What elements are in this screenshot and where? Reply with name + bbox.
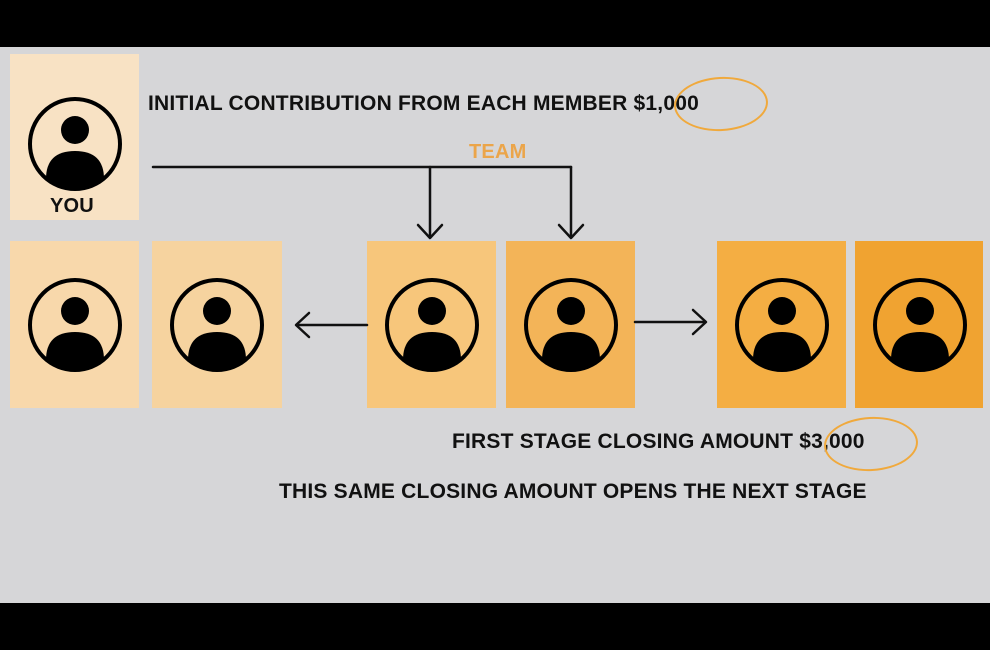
user-avatar-icon	[385, 278, 479, 372]
card-member-1	[10, 241, 139, 408]
contribution-text: INITIAL CONTRIBUTION FROM EACH MEMBER $1…	[148, 92, 699, 116]
contribution-label: INITIAL CONTRIBUTION FROM EACH MEMBER	[148, 92, 634, 115]
closing-amount: $3,000	[799, 430, 865, 453]
user-avatar-icon	[873, 278, 967, 372]
connector-lines	[151, 165, 708, 339]
next-stage-text: THIS SAME CLOSING AMOUNT OPENS THE NEXT …	[279, 480, 867, 503]
user-avatar-icon	[28, 97, 122, 191]
contribution-amount: $1,000	[633, 92, 699, 115]
card-member-6	[855, 241, 983, 408]
you-label: YOU	[50, 195, 94, 217]
card-member-3	[367, 241, 496, 408]
user-avatar-icon	[28, 278, 122, 372]
user-avatar-icon	[524, 278, 618, 372]
closing-text: FIRST STAGE CLOSING AMOUNT $3,000	[452, 430, 865, 454]
card-member-5	[717, 241, 846, 408]
user-avatar-icon	[735, 278, 829, 372]
diagram-canvas: YOU	[0, 47, 990, 603]
user-avatar-icon	[170, 278, 264, 372]
card-member-4	[506, 241, 635, 408]
closing-label: FIRST STAGE CLOSING AMOUNT	[452, 430, 800, 453]
team-label: TEAM	[469, 141, 527, 163]
card-member-2	[152, 241, 282, 408]
card-you: YOU	[10, 54, 139, 220]
